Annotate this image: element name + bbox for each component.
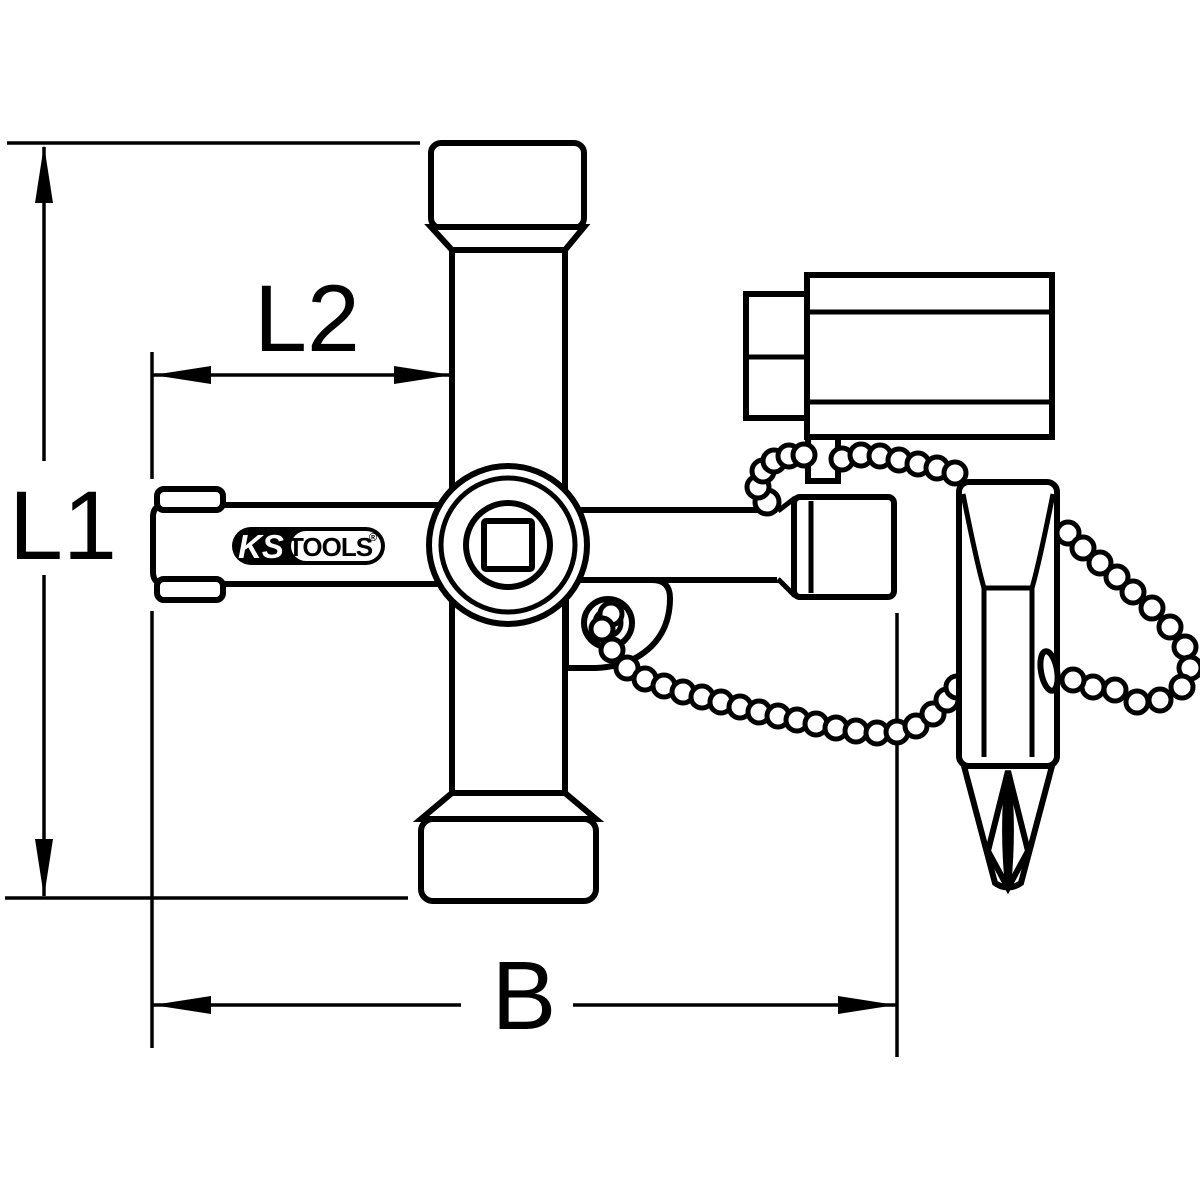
bottom-neck bbox=[412, 790, 605, 822]
chain-ball bbox=[1156, 613, 1184, 641]
b-label: B bbox=[492, 941, 557, 1050]
socket-flare-top bbox=[776, 496, 797, 513]
adapter-block bbox=[743, 272, 1055, 484]
chain-ball bbox=[1069, 534, 1097, 562]
ball-chain-upper bbox=[744, 441, 969, 517]
bit-body bbox=[956, 479, 1060, 769]
b-arrow-right bbox=[838, 996, 896, 1014]
socket-flare-bottom bbox=[776, 577, 797, 598]
bottom-socket bbox=[418, 816, 599, 904]
l1-arrow-up bbox=[35, 145, 53, 203]
chain-ball bbox=[1146, 686, 1174, 714]
phillips-bit bbox=[956, 479, 1060, 895]
l2-arrow-right bbox=[394, 366, 452, 384]
chain-end-connector bbox=[1037, 648, 1061, 694]
dimension-annotations: L1 L2 B bbox=[5, 141, 899, 1057]
chain-ball bbox=[790, 441, 818, 469]
chain-ball bbox=[588, 615, 616, 643]
square-drive-hole bbox=[481, 518, 535, 572]
chain-ball bbox=[1086, 549, 1114, 577]
b-arrow-left bbox=[153, 996, 211, 1014]
chain-ball bbox=[1101, 676, 1129, 704]
ball-chain-lower bbox=[588, 600, 971, 747]
l2-arrow-left bbox=[153, 366, 211, 384]
logo-registered-mark: ® bbox=[369, 532, 377, 544]
l1-arrow-down bbox=[35, 839, 53, 897]
bit-collar bbox=[960, 493, 1056, 591]
top-neck bbox=[424, 224, 591, 253]
square-drive-boss bbox=[426, 463, 590, 627]
top-socket bbox=[428, 140, 587, 231]
chain-ball bbox=[598, 636, 626, 664]
boss-middle-circle bbox=[438, 475, 578, 615]
chain-ball bbox=[1119, 578, 1147, 606]
logo-window bbox=[291, 531, 381, 561]
chain-ball bbox=[1171, 633, 1199, 661]
fork-prong-lower bbox=[154, 576, 226, 603]
logo-tools-text: TOOLS bbox=[288, 532, 373, 562]
chain-ball bbox=[1138, 594, 1166, 622]
chain-ball bbox=[1123, 688, 1151, 716]
chain-ball bbox=[1059, 666, 1087, 694]
right-socket bbox=[791, 494, 897, 600]
chain-ball bbox=[1103, 563, 1131, 591]
l2-label: L2 bbox=[254, 266, 360, 372]
bit-cross-slot bbox=[1002, 770, 1014, 887]
logo-ks-text: KS bbox=[238, 528, 284, 565]
ball-chain-right-loop bbox=[1037, 519, 1200, 716]
chain-ball bbox=[1168, 673, 1196, 701]
chain-ball bbox=[941, 459, 969, 487]
adapter-body bbox=[804, 272, 1055, 440]
l1-label: L1 bbox=[9, 471, 117, 580]
fork-prong-upper bbox=[154, 486, 226, 513]
ks-tools-logo: KS TOOLS ® bbox=[232, 527, 385, 565]
